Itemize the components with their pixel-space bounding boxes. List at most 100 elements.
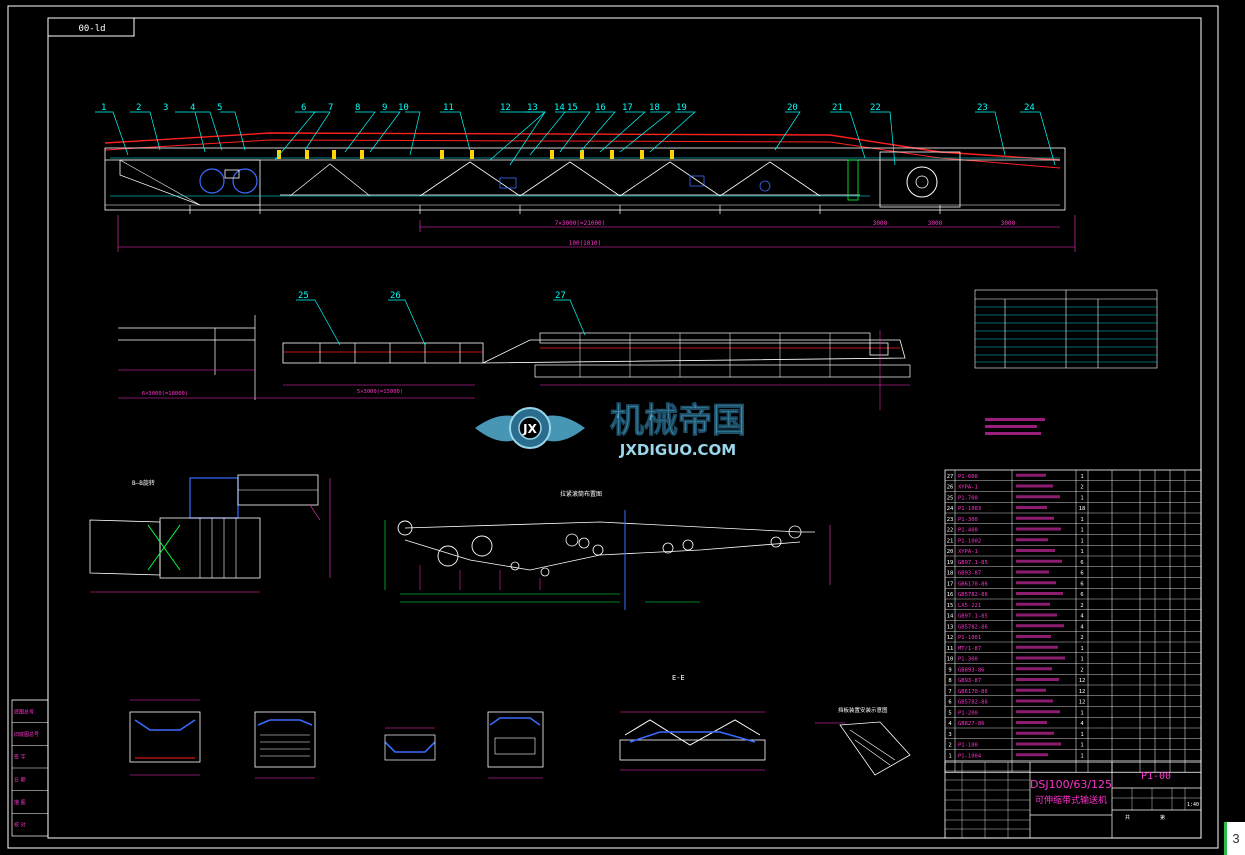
callout-17: 17 bbox=[622, 103, 633, 113]
bom-row-code: P1-1002 bbox=[958, 538, 981, 544]
title-model: DSJ100/63/125 bbox=[1030, 778, 1112, 791]
bom-row-code: P1-200 bbox=[958, 710, 978, 716]
bom-row-qty: 1 bbox=[1080, 517, 1083, 523]
callout-4: 4 bbox=[190, 103, 195, 113]
bom-row-code: P1-1004 bbox=[958, 753, 982, 759]
bom-row-code: P1-600 bbox=[958, 474, 978, 480]
callout-15: 15 bbox=[567, 103, 578, 113]
left-stack-label: 校 对 bbox=[14, 822, 26, 829]
bom-row-code: MT/1-87 bbox=[958, 646, 981, 652]
param-table bbox=[974, 289, 1158, 369]
bom-row-code: GB93-87 bbox=[958, 678, 981, 684]
code-box bbox=[47, 17, 135, 37]
bom-row-qty: 2 bbox=[1080, 603, 1083, 609]
bom-row-no: 1 bbox=[948, 753, 951, 759]
bom-row-no: 20 bbox=[947, 549, 954, 555]
svg-text:JXDIGUO.COM: JXDIGUO.COM bbox=[619, 441, 736, 459]
title-name: 可伸缩带式输送机 bbox=[1035, 794, 1107, 806]
callout-22: 22 bbox=[870, 103, 881, 113]
bom-row-code: P1-300 bbox=[958, 517, 978, 523]
dim-mid-span: 7×3000(=21000) bbox=[555, 220, 606, 227]
bom-row-qty: 1 bbox=[1080, 753, 1083, 759]
bom-row-qty: 2 bbox=[1080, 485, 1083, 491]
callout-18: 18 bbox=[649, 103, 660, 113]
bom-row-code: XYPA-1 bbox=[958, 485, 978, 491]
bom-row-no: 16 bbox=[947, 592, 954, 598]
bom-row-no: 21 bbox=[947, 538, 954, 544]
bom-row-code: GB827-86 bbox=[958, 721, 985, 727]
callout-16: 16 bbox=[595, 103, 606, 113]
bom-row-no: 14 bbox=[947, 614, 954, 620]
left-stack-label: 签 字 bbox=[14, 754, 26, 761]
plan-view-row: 6×3000(=18000) 5×3000(=15000) bbox=[118, 315, 911, 410]
bom-row-qty: 12 bbox=[1079, 689, 1086, 695]
callout-21: 21 bbox=[832, 103, 843, 113]
left-stack-label: 日 期 bbox=[14, 777, 26, 783]
bom-row-code: P1-700 bbox=[958, 495, 978, 501]
bom-row-qty: 1 bbox=[1080, 646, 1083, 652]
bom-row-no: 22 bbox=[947, 528, 954, 534]
callout-numbers: 1 2 3 4 5 6 7 8 9 10 11 12 13 14 15 16 1… bbox=[101, 103, 1035, 113]
page-badge[interactable]: 3 bbox=[1224, 822, 1245, 855]
bom-row-no: 18 bbox=[947, 571, 954, 577]
bom-row-qty: 6 bbox=[1080, 592, 1083, 598]
section-e-view: E-E bbox=[619, 674, 766, 771]
bom-row-qty: 2 bbox=[1080, 635, 1083, 641]
callout-20: 20 bbox=[787, 103, 798, 113]
bom-row-no: 8 bbox=[948, 678, 951, 684]
bom-row-qty: 12 bbox=[1079, 678, 1086, 684]
left-stack-label: 旧底图总号 bbox=[14, 731, 39, 738]
bom-row-code: P1-400 bbox=[958, 528, 978, 534]
callout-11: 11 bbox=[443, 103, 454, 113]
bom-row-no: 23 bbox=[947, 517, 954, 523]
bom-row-qty: 6 bbox=[1080, 560, 1083, 566]
bom-row-qty: 1 bbox=[1080, 743, 1083, 749]
bom-row-no: 25 bbox=[947, 495, 954, 501]
svg-text:JX: JX bbox=[522, 422, 537, 436]
dim-total-length: 100(1010) bbox=[569, 240, 602, 247]
drawing-frame-outer bbox=[7, 5, 1219, 849]
bom-row-no: 6 bbox=[948, 700, 951, 706]
dim-seg-c: 3000 bbox=[1001, 220, 1016, 227]
gear-wings-icon: JX bbox=[475, 407, 585, 449]
bom-row-code: P1-1003 bbox=[958, 506, 981, 512]
section-b-view bbox=[254, 711, 316, 779]
bom-row-qty: 1 bbox=[1080, 657, 1083, 663]
dim-lower-b: 5×3000(=15000) bbox=[357, 389, 403, 395]
title-scale: 1:40 bbox=[1187, 802, 1199, 808]
bom-row-no: 13 bbox=[947, 624, 954, 630]
callout-27: 27 bbox=[555, 291, 566, 301]
bom-row-code: GB6170-86 bbox=[958, 689, 988, 695]
bom-row-no: 9 bbox=[948, 667, 951, 673]
label-layout: 拉紧滚筒布置图 bbox=[560, 490, 602, 498]
callout-12: 12 bbox=[500, 103, 511, 113]
bom-row-qty: 4 bbox=[1080, 614, 1084, 620]
watermark-logo: JX 机械帝国 JXDIGUO.COM bbox=[475, 401, 746, 459]
bom-row-code: XYPA-1 bbox=[958, 549, 978, 555]
callout-25: 25 bbox=[298, 291, 309, 301]
bom-row-code: GB5782-86 bbox=[958, 700, 988, 706]
title-sheet-total: 共 bbox=[1125, 814, 1130, 821]
bom-row-code: GB5782-86 bbox=[958, 592, 988, 598]
callout-26: 26 bbox=[390, 291, 401, 301]
section-views: E-E 挡板装置安装示意图 bbox=[129, 674, 911, 779]
code-box-text: 00-ld bbox=[78, 24, 105, 34]
bom-row-qty: 18 bbox=[1079, 506, 1086, 512]
bom-row-qty: 1 bbox=[1080, 528, 1083, 534]
bom-row-no: 15 bbox=[947, 603, 954, 609]
callout-19: 19 bbox=[676, 103, 687, 113]
callout-leaders-2 bbox=[296, 299, 586, 346]
section-d-view bbox=[487, 711, 544, 779]
left-stack-label: 底图总号 bbox=[14, 708, 34, 715]
callout-8: 8 bbox=[355, 103, 360, 113]
callout-23: 23 bbox=[977, 103, 988, 113]
elevation-view: 7×3000(=21000) 3000 3000 3000 100(1010) bbox=[104, 132, 1076, 252]
label-detail: 挡板装置安装示意图 bbox=[838, 706, 888, 714]
scraper-detail: 挡板装置安装示意图 bbox=[815, 706, 911, 776]
drawing-frame-inner bbox=[47, 17, 1202, 839]
callout-1: 1 bbox=[101, 103, 106, 113]
bom-row-qty: 6 bbox=[1080, 571, 1083, 577]
